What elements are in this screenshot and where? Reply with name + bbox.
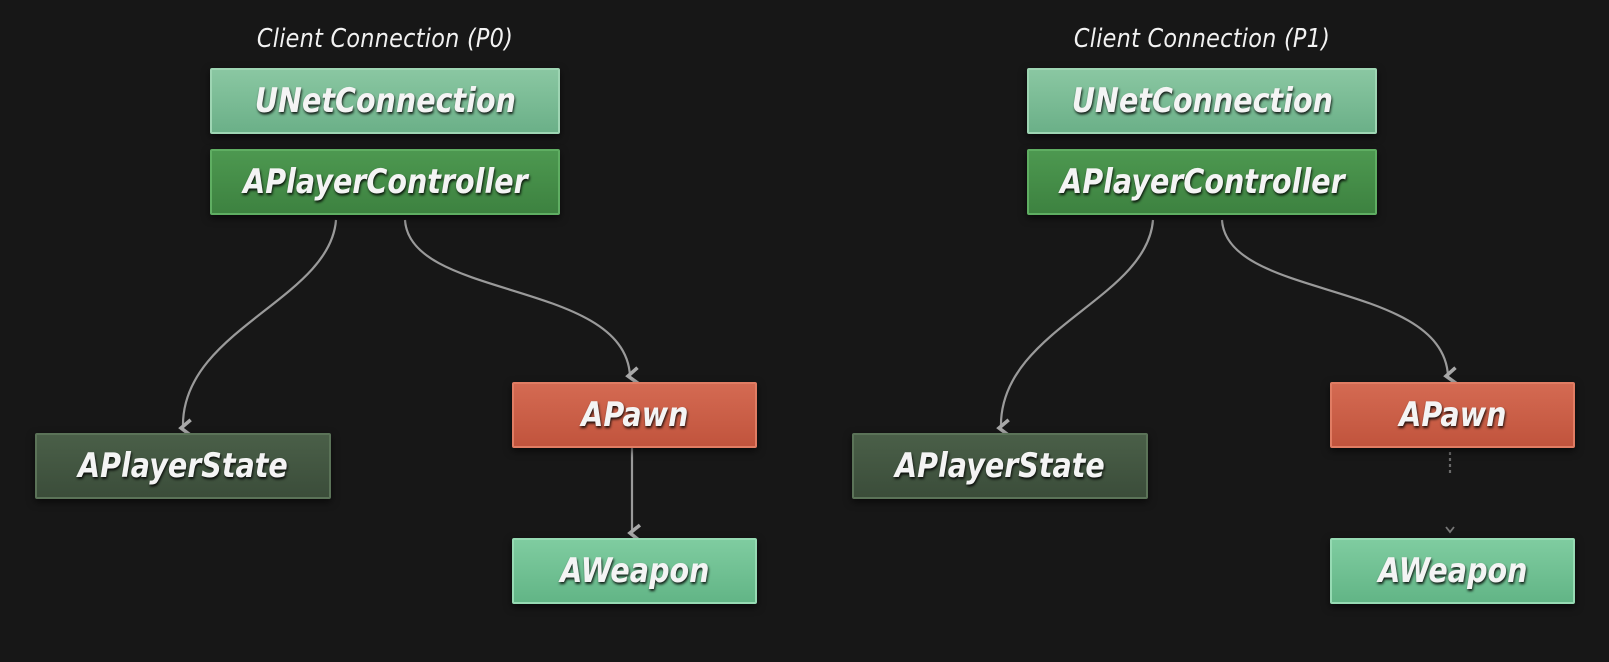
p0-apawn-node: APawn xyxy=(512,382,757,448)
p1-aweapon-node: AWeapon xyxy=(1330,538,1575,604)
p1-apawn-node: APawn xyxy=(1330,382,1575,448)
p0-aplayerstate-node: APlayerState xyxy=(35,433,331,499)
p0-apawn-label: APawn xyxy=(580,395,689,435)
p1-unetconnection-label: UNetConnection xyxy=(1071,81,1333,121)
p1-aweapon-label: AWeapon xyxy=(1377,551,1528,591)
edge-p1-controller-to-pawn xyxy=(1220,219,1458,385)
p1-aplayercontroller-node: APlayerController xyxy=(1027,149,1377,215)
group-p1-title: Client Connection (P1) xyxy=(1073,24,1331,54)
p0-aplayerstate-label: APlayerState xyxy=(78,446,288,486)
edge-p0-controller-to-playerstate xyxy=(178,219,338,438)
p0-unetconnection-node: UNetConnection xyxy=(210,68,560,134)
group-p0-title: Client Connection (P0) xyxy=(256,24,514,54)
p1-aplayerstate-label: APlayerState xyxy=(895,446,1105,486)
p1-aplayercontroller-label: APlayerController xyxy=(1059,162,1345,202)
p0-aweapon-label: AWeapon xyxy=(559,551,710,591)
p1-unetconnection-node: UNetConnection xyxy=(1027,68,1377,134)
p0-aweapon-node: AWeapon xyxy=(512,538,757,604)
edge-p1-controller-to-playerstate xyxy=(996,219,1155,438)
p1-apawn-label: APawn xyxy=(1398,395,1507,435)
p0-unetconnection-label: UNetConnection xyxy=(254,81,516,121)
edge-p0-controller-to-pawn xyxy=(403,219,640,385)
p0-aplayercontroller-node: APlayerController xyxy=(210,149,560,215)
edge-p1-pawn-to-weapon-arrowhead xyxy=(1445,526,1455,534)
p1-aplayerstate-node: APlayerState xyxy=(852,433,1148,499)
p0-aplayercontroller-label: APlayerController xyxy=(242,162,528,202)
